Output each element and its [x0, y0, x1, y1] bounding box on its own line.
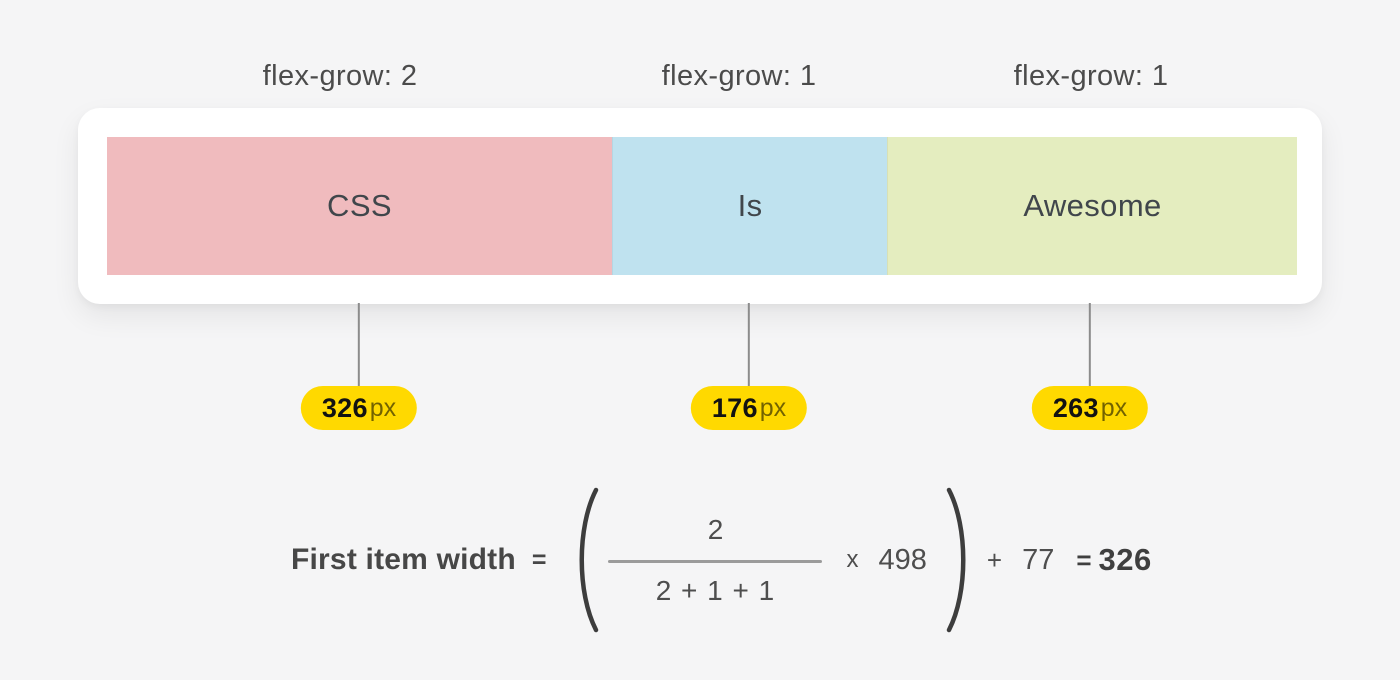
- width-badge-css-value: 326: [321, 392, 368, 423]
- width-badge-is-unit: px: [759, 393, 787, 422]
- flex-row: CSS Is Awesome: [107, 137, 1297, 275]
- width-badge-css: 326 px: [300, 386, 418, 430]
- width-formula: First item width = 2 2 + 1 + 1 x 498 + 7…: [291, 470, 1152, 650]
- width-badge-css-unit: px: [369, 393, 397, 422]
- result-value: 326: [1098, 542, 1152, 577]
- annotation-awesome: 263 px: [1031, 303, 1149, 430]
- close-parenthesis-icon: [946, 487, 966, 633]
- flex-item-is: Is: [612, 137, 888, 275]
- free-space-value: 498: [878, 543, 927, 576]
- result-equals-sign: =: [1076, 544, 1092, 575]
- flex-item-awesome: Awesome: [887, 137, 1297, 275]
- annotation-is: 176 px: [690, 303, 808, 430]
- flex-item-awesome-label: Awesome: [1023, 188, 1162, 223]
- formula-label: First item width: [291, 543, 516, 576]
- connector-line-css: [357, 303, 360, 387]
- flex-grow-label-3: flex-grow: 1: [1013, 60, 1169, 92]
- annotation-css: 326 px: [300, 303, 418, 430]
- plus-sign: +: [986, 544, 1003, 575]
- connector-line-is: [747, 303, 750, 387]
- open-parenthesis-icon: [580, 487, 599, 633]
- flex-container-card: CSS Is Awesome: [78, 108, 1322, 304]
- connector-line-awesome: [1088, 303, 1091, 387]
- flex-item-css-label: CSS: [327, 188, 392, 223]
- width-badge-is: 176 px: [690, 386, 808, 430]
- flex-item-is-label: Is: [737, 188, 763, 223]
- width-badge-awesome: 263 px: [1031, 386, 1149, 430]
- base-width-value: 77: [1022, 543, 1055, 576]
- formula-equals-sign: =: [531, 545, 547, 574]
- grow-ratio-fraction: 2 2 + 1 + 1: [608, 513, 823, 607]
- width-badge-awesome-value: 263: [1052, 392, 1099, 423]
- fraction-bar: [608, 559, 823, 563]
- flex-grow-label-1: flex-grow: 2: [262, 60, 418, 92]
- width-badge-is-value: 176: [711, 392, 758, 423]
- width-badge-awesome-unit: px: [1100, 393, 1128, 422]
- fraction-numerator: 2: [707, 513, 724, 545]
- multiply-sign: x: [846, 546, 859, 573]
- flex-item-css: CSS: [107, 137, 613, 275]
- fraction-denominator: 2 + 1 + 1: [655, 574, 776, 606]
- flex-grow-label-2: flex-grow: 1: [661, 60, 817, 92]
